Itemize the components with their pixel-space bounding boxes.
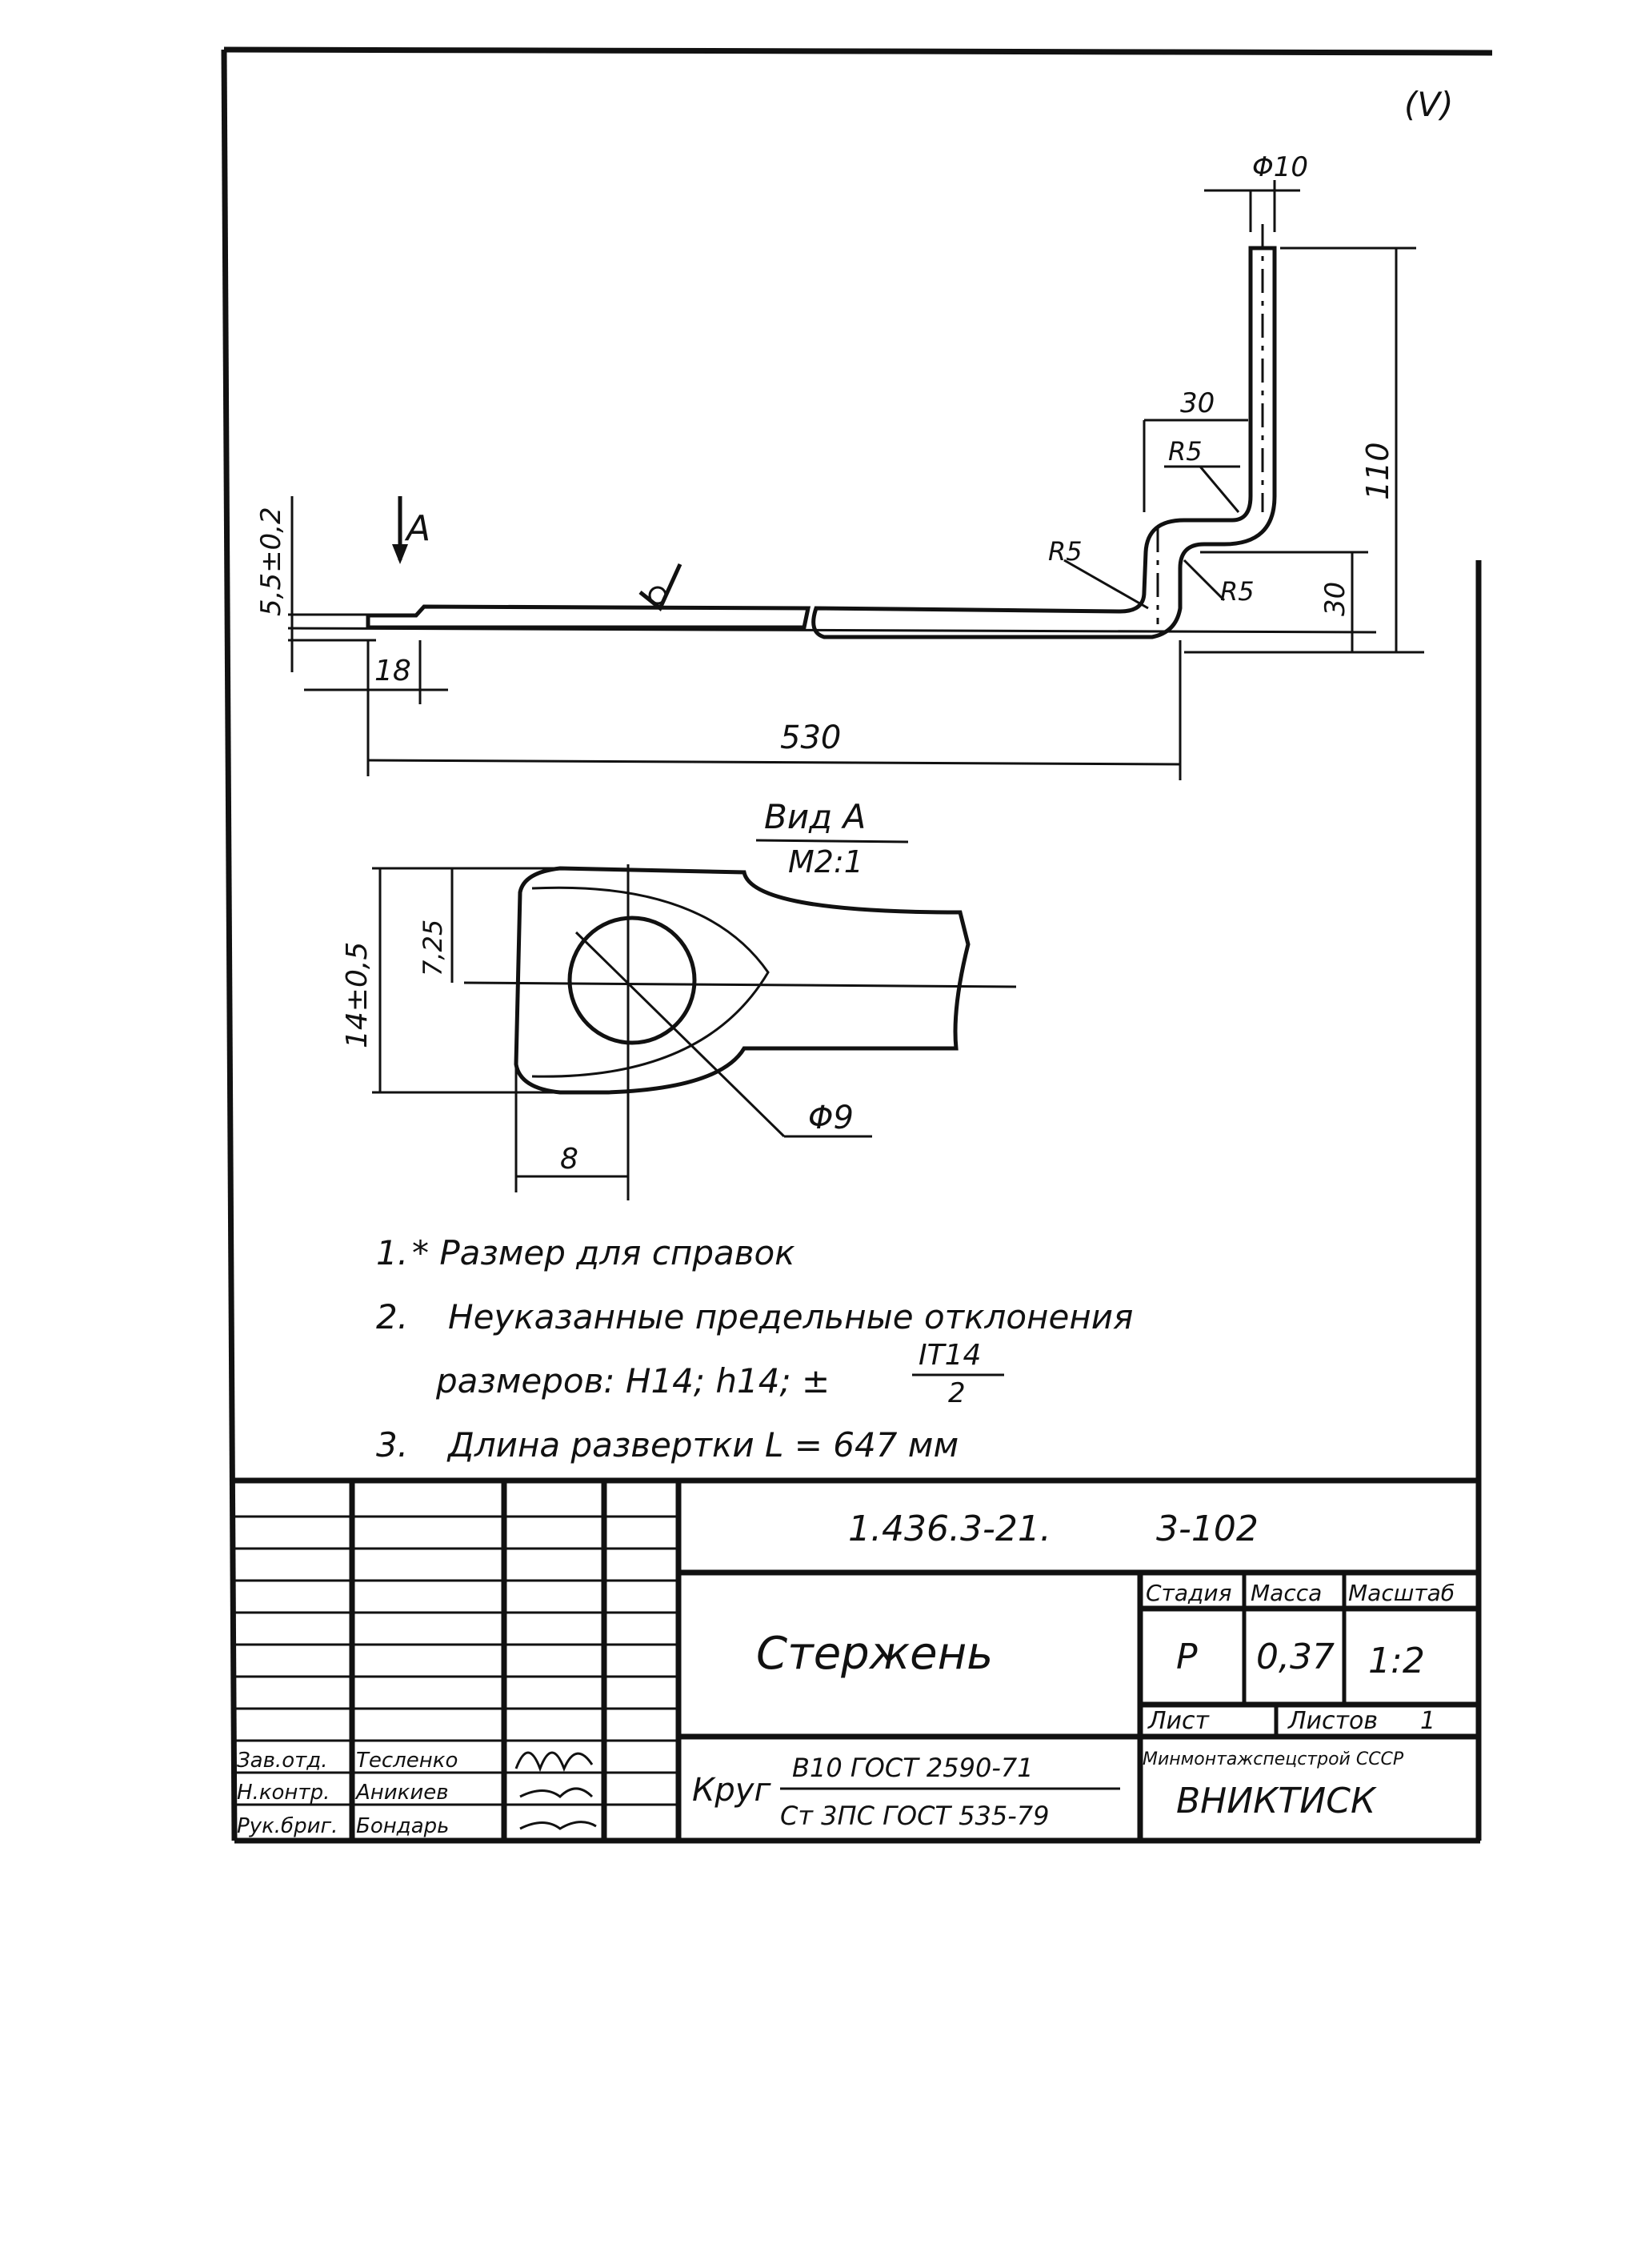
- dim-5-5: 5,5±0,2: [255, 507, 287, 616]
- dim-r5-left: R5: [1048, 536, 1083, 567]
- role-3: Рук.бриг.: [237, 1814, 338, 1838]
- signature-1: [514, 1751, 594, 1773]
- sheet-label: Лист: [1147, 1707, 1211, 1735]
- signature-roles: Зав.отд. Тесленко Н.контр. Аникиев Рук.б…: [237, 1749, 597, 1838]
- role-1: Зав.отд.: [237, 1749, 327, 1773]
- scale-value: 1:2: [1368, 1641, 1425, 1681]
- note-2b-text: размеров: H14; h14; ±: [435, 1361, 830, 1400]
- dim-r5-top: R5: [1168, 436, 1203, 467]
- dim-7-25: 7,25: [418, 920, 448, 976]
- ministry: Минмонтажспецстрой СССР: [1143, 1749, 1404, 1769]
- note-1-text: * Размер для справок: [412, 1233, 795, 1272]
- note-2-number: 2.: [376, 1297, 408, 1336]
- note-2-text: Неуказанные предельные отклонения: [448, 1297, 1133, 1336]
- view-a-detail: [372, 839, 1017, 1200]
- sheets-value: 1: [1420, 1707, 1435, 1735]
- view-a-title: Вид A: [764, 797, 866, 836]
- dim-8: 8: [560, 1143, 578, 1176]
- doc-number: 1.436.3-21.: [848, 1509, 1051, 1549]
- stage-label: Стадия: [1146, 1580, 1231, 1606]
- dim-14: 14±0,5: [341, 942, 374, 1048]
- dim-r5-right: R5: [1220, 576, 1255, 607]
- material-top: B10 ГОСТ 2590-71: [792, 1753, 1034, 1783]
- view-a-scale: М2:1: [788, 844, 863, 880]
- role-2: Н.контр.: [237, 1781, 330, 1805]
- dimension-lines: [290, 180, 1424, 780]
- note-2b-fraction-den: 2: [948, 1377, 966, 1409]
- role-1-name: Тесленко: [356, 1749, 458, 1773]
- dim-110: 110: [1360, 442, 1395, 500]
- dim-dia-10: Φ10: [1252, 151, 1308, 183]
- sheet-frame: [221, 46, 1493, 1844]
- material-prefix: Круг: [692, 1772, 771, 1809]
- corner-mark: (V): [1404, 85, 1454, 124]
- signature-2: [519, 1787, 594, 1798]
- organization: ВНИКТИСК: [1176, 1781, 1377, 1821]
- roughness-symbol: [638, 563, 682, 611]
- dim-30-top: 30: [1180, 387, 1215, 419]
- mass-value: 0,37: [1256, 1637, 1335, 1677]
- material-bottom: Ст 3ПС ГОСТ 535-79: [780, 1801, 1050, 1831]
- note-3-text: Длина развертки L = 647 мм: [446, 1425, 959, 1465]
- part-name: Стержень: [756, 1628, 993, 1680]
- title-block: [232, 1477, 1479, 1841]
- note-2b-fraction-num: IT14: [919, 1339, 981, 1372]
- sheet-code: 3-102: [1156, 1509, 1259, 1549]
- scale-label: Масштаб: [1348, 1580, 1455, 1606]
- stage-value: Р: [1176, 1637, 1198, 1677]
- note-1-number: 1.: [376, 1233, 408, 1272]
- sheets-label: Листов: [1287, 1707, 1378, 1735]
- role-3-name: Бондарь: [356, 1814, 449, 1838]
- note-3-number: 3.: [376, 1425, 408, 1465]
- rod-side-view: [287, 224, 1377, 642]
- dim-30-right: 30: [1319, 582, 1351, 616]
- role-2-name: Аникиев: [354, 1781, 449, 1805]
- signature-3: [519, 1821, 597, 1830]
- notes-block: 1. * Размер для справок 2. Неуказанные п…: [376, 1233, 1133, 1465]
- dim-18: 18: [374, 655, 411, 687]
- view-arrow-label: A: [404, 508, 430, 549]
- dim-530: 530: [780, 719, 841, 756]
- mass-label: Масса: [1251, 1580, 1322, 1606]
- dim-dia-9: Φ9: [808, 1100, 854, 1136]
